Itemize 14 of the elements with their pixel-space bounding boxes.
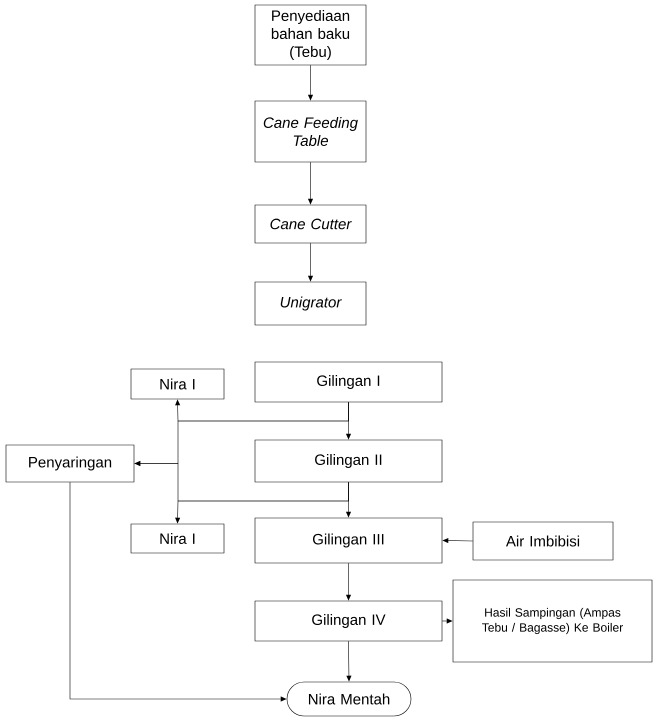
terminal-box: Nira Mentah	[286, 682, 412, 716]
process-box: Penyediaan bahan baku (Tebu)	[254, 4, 366, 66]
process-box: Cane Feeding Table	[254, 100, 366, 162]
process-box: Penyaringan	[6, 444, 134, 482]
process-box: Gilingan IV	[254, 600, 442, 642]
output-box: Hasil Sampingan (Ampas Tebu / Bagasse) Ke Boiler	[452, 580, 652, 662]
output-box: Nira I	[130, 524, 224, 554]
process-box: Gilingan I	[254, 362, 442, 402]
process-box: Unigrator	[254, 282, 366, 326]
process-box: Gilingan II	[254, 440, 442, 482]
input-box: Air Imbibisi	[472, 522, 614, 560]
output-box: Nira I	[130, 368, 224, 400]
process-box: Cane Cutter	[254, 204, 366, 244]
process-box: Gilingan III	[254, 518, 442, 564]
